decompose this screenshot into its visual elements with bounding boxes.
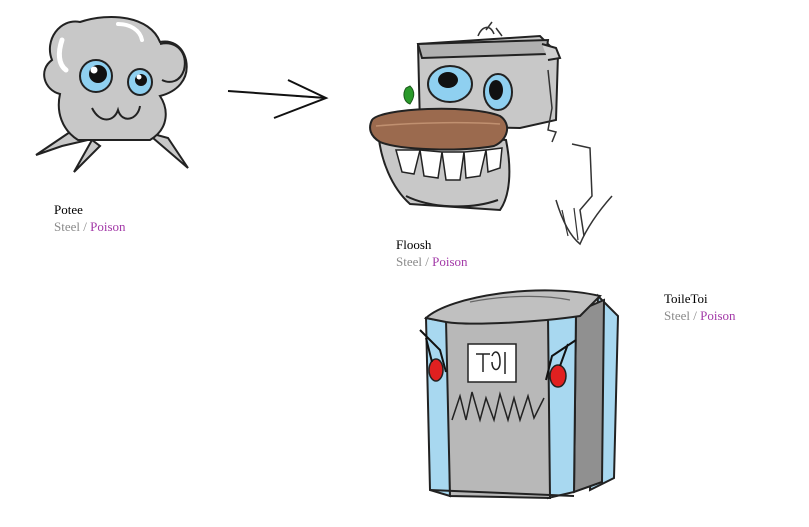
type-steel: Steel [396, 254, 422, 269]
creature-name: ToileToi [664, 291, 708, 306]
potee-drawing [35, 15, 189, 173]
creature-types: Steel / Poison [664, 307, 736, 324]
type-steel: Steel [664, 308, 690, 323]
type-poison: Poison [700, 308, 736, 323]
floosh-drawing [369, 21, 613, 246]
creature-label-potee: Potee Steel / Poison [54, 201, 126, 235]
arrow-right-icon [227, 79, 329, 119]
creature-name: Floosh [396, 237, 432, 252]
creature-name: Potee [54, 202, 83, 217]
type-separator: / [690, 308, 701, 323]
creature-types: Steel / Poison [396, 253, 468, 270]
type-separator: / [422, 254, 433, 269]
type-steel: Steel [54, 219, 80, 234]
toiletoi-drawing [419, 289, 620, 500]
type-separator: / [80, 219, 91, 234]
creature-types: Steel / Poison [54, 218, 126, 235]
type-poison: Poison [432, 254, 468, 269]
creature-label-floosh: Floosh Steel / Poison [396, 236, 468, 270]
creature-label-toiletoi: ToileToi Steel / Poison [664, 290, 736, 324]
type-poison: Poison [90, 219, 126, 234]
